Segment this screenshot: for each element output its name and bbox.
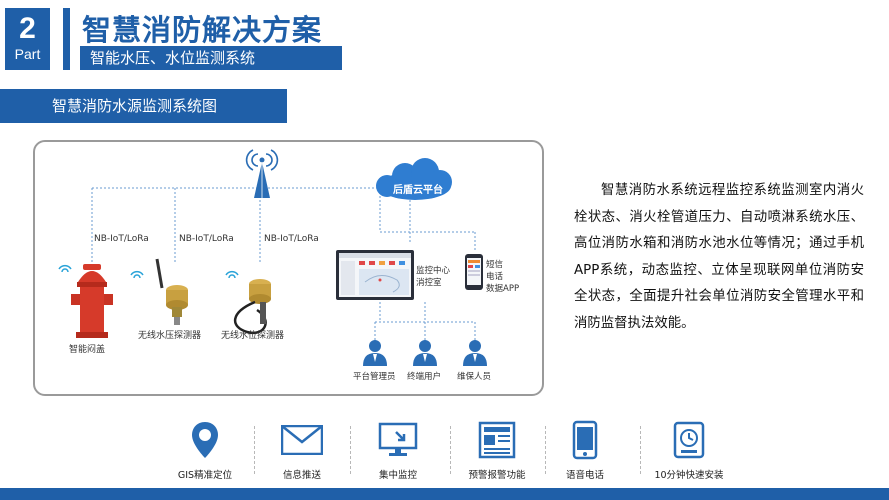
feature-row: GIS精准定位 信息推送 集中监控 <box>160 418 740 484</box>
user-maintenance-icon <box>463 340 487 366</box>
user-label-admin: 平台管理员 <box>353 372 396 382</box>
user-label-terminal: 终端用户 <box>407 372 442 382</box>
newspaper-icon <box>478 421 516 459</box>
diagram-lines <box>58 149 487 366</box>
feature-monitor: 集中监控 <box>353 418 443 481</box>
cloud-icon <box>376 158 452 200</box>
user-terminal-icon <box>413 340 437 366</box>
monitor-screen-icon <box>336 250 414 300</box>
part-badge: 2 Part <box>5 8 50 70</box>
feature-divider <box>254 426 255 474</box>
feature-divider <box>545 426 546 474</box>
phone-label-app: 数据APP <box>486 284 520 294</box>
envelope-icon <box>281 425 323 455</box>
feature-gis: GIS精准定位 <box>160 418 250 481</box>
feature-label: 预警报警功能 <box>468 470 526 481</box>
smartphone-icon <box>465 254 483 290</box>
phone-label-sms: 短信 <box>486 260 504 270</box>
link-label: NB-IoT/LoRa <box>264 234 319 244</box>
device-label-level: 无线水位探测器 <box>221 331 285 341</box>
device-label-hydrant: 智能闷盖 <box>69 345 106 355</box>
page-title: 智慧消防解决方案 <box>82 13 323 47</box>
monitor-label: 监控中心 <box>416 266 451 276</box>
link-label: NB-IoT/LoRa <box>179 234 234 244</box>
phone-label-call: 电话 <box>486 272 504 282</box>
part-number: 2 <box>19 12 36 45</box>
user-label-maintenance: 维保人员 <box>457 372 492 382</box>
antenna-tower-icon <box>245 149 279 198</box>
section-title: 智慧消防水源监测系统图 <box>0 89 287 123</box>
part-label: Part <box>14 46 41 62</box>
clock-device-icon <box>673 421 705 459</box>
cloud-platform-label: 后盾云平台 <box>393 185 443 196</box>
user-admin-icon <box>363 340 387 366</box>
feature-alarm: 预警报警功能 <box>452 418 542 481</box>
feature-divider <box>640 426 641 474</box>
location-pin-icon <box>192 422 218 458</box>
system-diagram: 后盾云平台 NB-IoT/LoRa NB-IoT/LoRa NB-IoT/LoR… <box>33 140 544 396</box>
level-sensor-icon <box>225 270 271 335</box>
feature-push: 信息推送 <box>257 418 347 481</box>
feature-voice: 语音电话 <box>540 418 630 481</box>
feature-label: 集中监控 <box>378 470 417 481</box>
footer-bar <box>0 488 889 500</box>
device-label-pressure: 无线水压探测器 <box>138 331 202 341</box>
header-accent-bar <box>63 8 70 70</box>
feature-label: 语音电话 <box>565 470 604 481</box>
feature-label: 10分钟快速安装 <box>654 470 724 481</box>
hydrant-icon <box>58 264 113 338</box>
description-text: 智慧消防水系统远程监控系统监测室内消火栓状态、消火栓管道压力、自动喷淋系统水压、… <box>574 183 864 331</box>
feature-divider <box>350 426 351 474</box>
feature-divider <box>450 426 451 474</box>
phone-icon <box>572 420 598 460</box>
page-subtitle: 智能水压、水位监测系统 <box>80 46 342 70</box>
monitor-icon <box>378 422 418 456</box>
monitor-sublabel: 消控室 <box>416 278 442 288</box>
feature-label: GIS精准定位 <box>177 470 233 481</box>
pressure-sensor-icon <box>130 258 188 325</box>
feature-label: 信息推送 <box>282 470 321 481</box>
link-label: NB-IoT/LoRa <box>94 234 149 244</box>
feature-install: 10分钟快速安装 <box>644 418 734 481</box>
